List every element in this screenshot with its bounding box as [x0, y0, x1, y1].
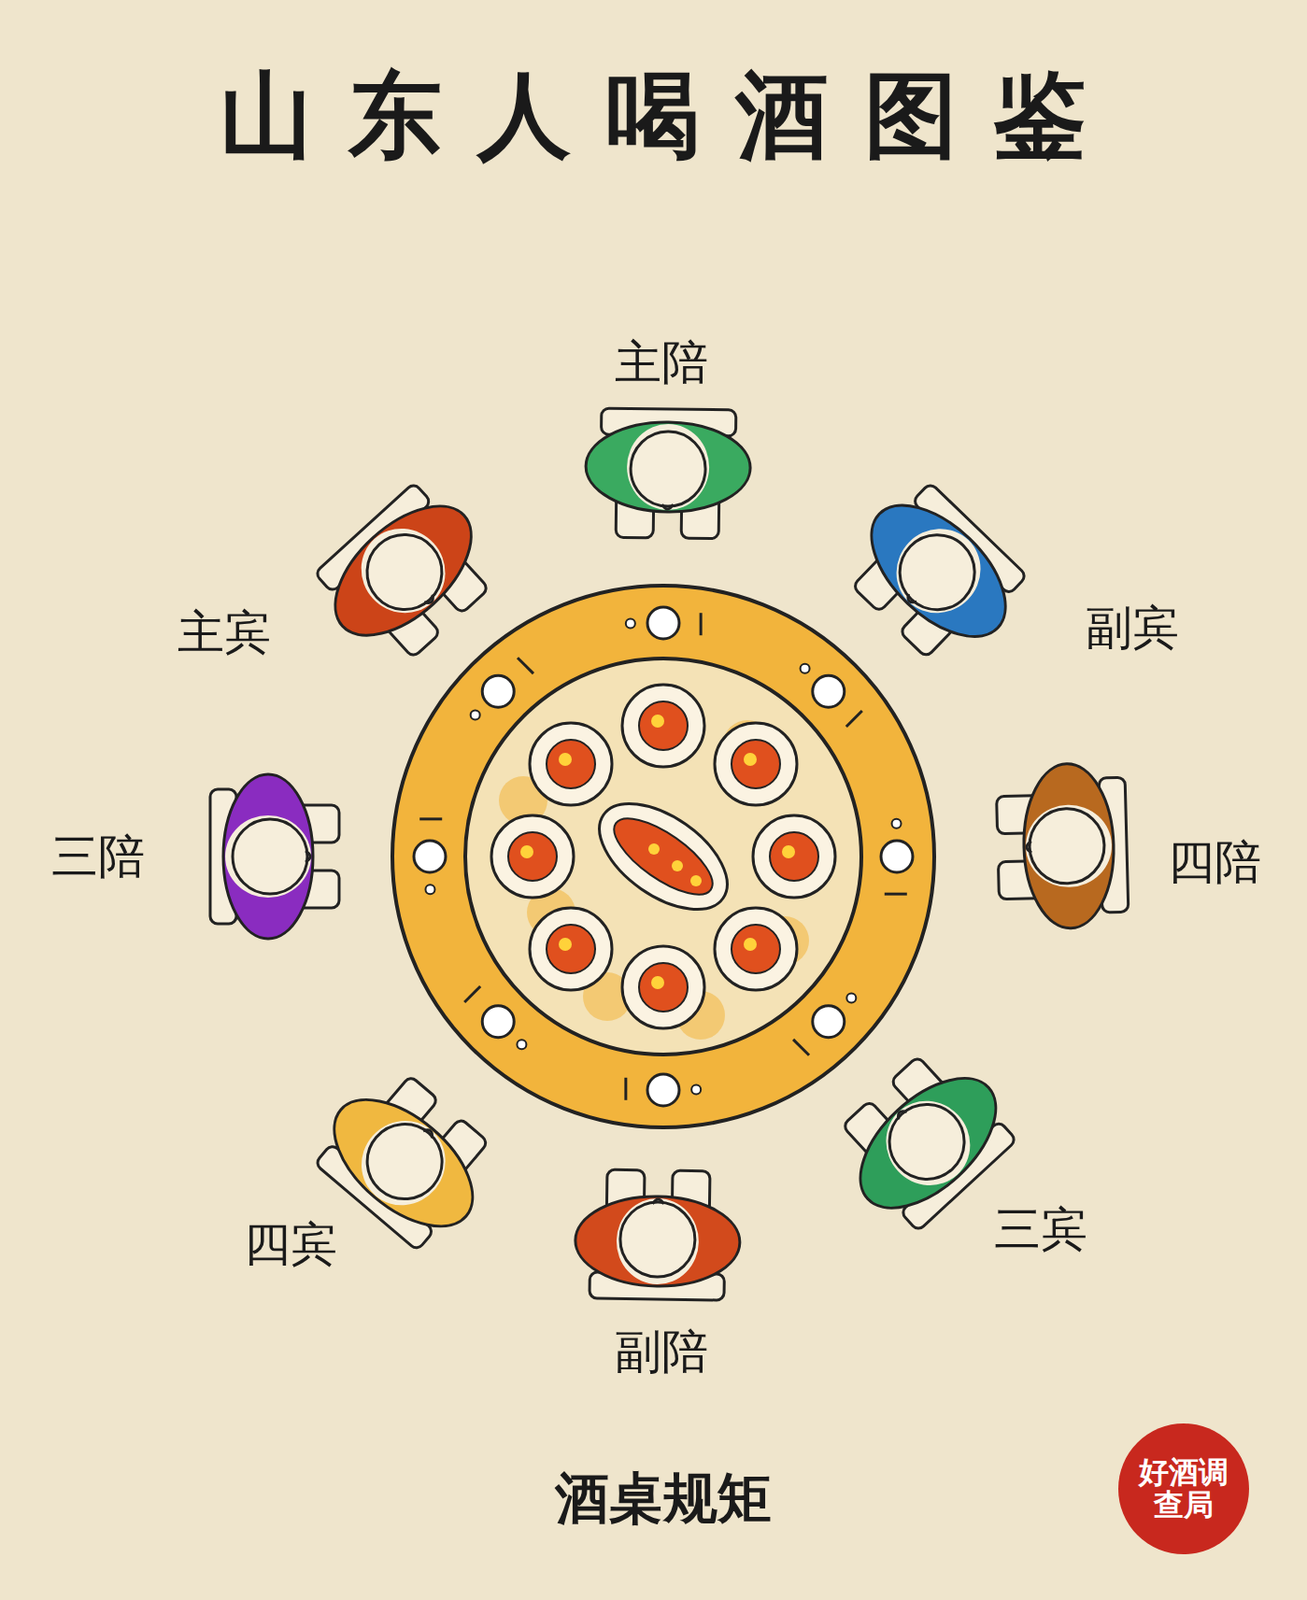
seated-person — [574, 1169, 741, 1302]
seated-person — [210, 774, 340, 939]
caption: 酒桌规矩 — [554, 1463, 772, 1536]
seat-label: 主宾 — [177, 601, 271, 665]
seat-label: 三陪 — [51, 825, 145, 889]
seal-stamp — [1118, 1423, 1250, 1555]
round-table — [392, 585, 935, 1128]
seat-label: 四宾 — [243, 1213, 338, 1277]
watermark: 好酒调查局 — [1138, 1456, 1229, 1522]
seat-label: 主陪 — [614, 331, 709, 395]
seat-label: 四陪 — [1167, 831, 1262, 895]
seat-label: 副陪 — [614, 1321, 709, 1384]
seat-label: 副宾 — [1085, 596, 1180, 660]
seated-person — [584, 408, 752, 540]
seated-person — [995, 762, 1129, 931]
seated-person — [829, 472, 1038, 680]
seated-person — [303, 472, 512, 680]
seat-label: 三宾 — [994, 1198, 1088, 1262]
seats — [210, 408, 1129, 1301]
title: 山东人喝酒图鉴 — [219, 54, 1123, 181]
